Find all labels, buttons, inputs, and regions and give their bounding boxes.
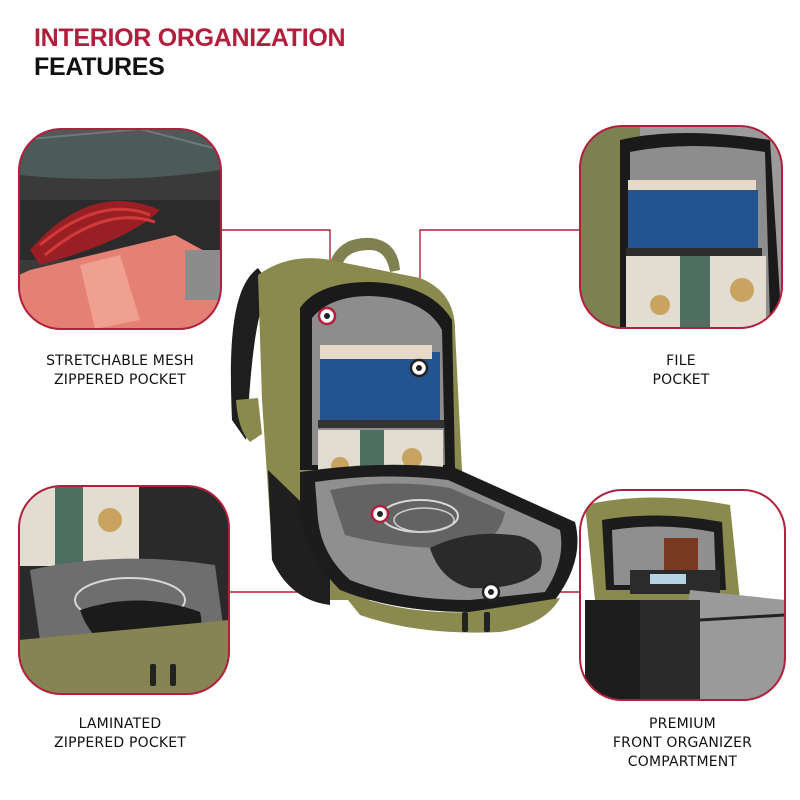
feature-label-laminated-pocket: LAMINATED ZIPPERED POCKET: [20, 715, 220, 753]
detail-laminated-pocket-image: [18, 485, 230, 695]
feature-label-line: ZIPPERED POCKET: [53, 372, 187, 388]
marker-mesh-pocket: [317, 306, 337, 326]
feature-label-line: STRETCHABLE MESH: [46, 353, 194, 369]
title-line-1: INTERIOR ORGANIZATION: [34, 24, 346, 52]
feature-label-line: COMPARTMENT: [627, 754, 738, 770]
feature-label-line: POCKET: [652, 372, 710, 388]
feature-label-file-pocket: FILE POCKET: [580, 352, 782, 390]
marker-front-organizer: [481, 582, 501, 602]
feature-label-line: FRONT ORGANIZER: [612, 735, 753, 751]
title-line-2: FEATURES: [34, 53, 165, 81]
detail-file-pocket-image: [579, 125, 783, 329]
detail-mesh-pocket-image: [18, 128, 222, 330]
backpack-image: [230, 237, 578, 633]
page-title: INTERIOR ORGANIZATION FEATURES: [34, 24, 346, 82]
feature-label-front-organizer: PREMIUM FRONT ORGANIZER COMPARTMENT: [580, 715, 785, 772]
feature-label-mesh-pocket: STRETCHABLE MESH ZIPPERED POCKET: [20, 352, 220, 390]
feature-label-line: PREMIUM: [649, 716, 716, 732]
detail-front-organizer-image: [579, 489, 786, 701]
marker-laminated-pocket: [370, 504, 390, 524]
feature-label-line: LAMINATED: [78, 716, 162, 732]
callout-markers: [317, 306, 501, 602]
feature-label-line: ZIPPERED POCKET: [53, 735, 187, 751]
marker-file-pocket: [409, 358, 429, 378]
feature-label-line: FILE: [666, 353, 696, 369]
